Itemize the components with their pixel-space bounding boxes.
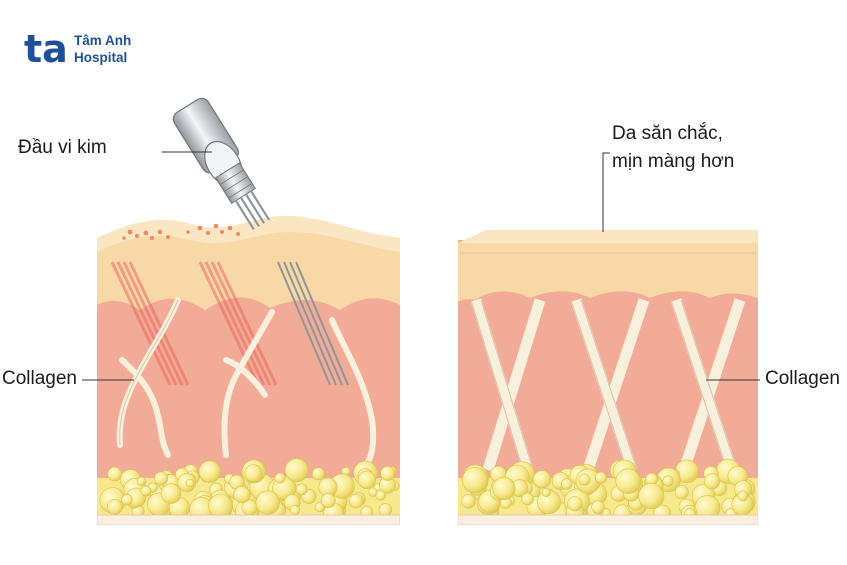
fat-cell [140, 485, 152, 497]
fat-cell [560, 478, 573, 490]
fat-cell [154, 471, 169, 486]
fat-cell [198, 460, 221, 483]
result-label-line2: mịn màng hơn [612, 151, 734, 172]
logo-mark: ta [24, 27, 68, 71]
fat-cell [233, 486, 251, 504]
skin-block-result [458, 230, 758, 525]
needles-inserted [277, 261, 349, 386]
fat-cell [492, 476, 516, 500]
fat-cell [208, 493, 233, 518]
fat-cell [461, 494, 476, 509]
fat-cell [662, 475, 674, 487]
collagen-label-right: Collagen [765, 368, 840, 389]
fat-cell [244, 464, 263, 483]
microneedle-device [172, 97, 271, 231]
collagen-fibers-restored [470, 298, 746, 472]
fat-cell [357, 470, 376, 490]
fat-cell [703, 473, 721, 490]
micro-wounds [122, 223, 240, 240]
fat-cell [255, 490, 280, 515]
fat-cell [136, 476, 146, 486]
fat-cell [567, 496, 583, 512]
fat-cell [532, 470, 552, 489]
fat-cell [311, 467, 325, 481]
bottom-strip [97, 514, 400, 525]
fat-cell [107, 499, 123, 515]
fat-cells [99, 458, 400, 524]
fat-cell [541, 487, 551, 497]
fat-cell [368, 487, 378, 497]
fat-cell [121, 494, 133, 506]
result-label-line1: Da săn chắc, [612, 122, 723, 144]
collagen-label-left: Collagen [2, 368, 77, 389]
fat-cell [461, 467, 488, 494]
bottom-strip-right [458, 514, 758, 525]
label-collagen-left: Collagen [2, 368, 134, 389]
fat-cell [107, 466, 122, 482]
hospital-logo: ta Tâm Anh Hospital [24, 27, 131, 71]
fat-cell [578, 473, 591, 486]
epidermis-layer-right [458, 243, 758, 302]
fat-cell [274, 472, 286, 484]
device-neck [214, 162, 257, 204]
skin-block-microneedling [97, 215, 400, 525]
needle-channels [110, 261, 278, 386]
fat-cell [160, 483, 182, 504]
fat-cell [295, 483, 308, 496]
device-needles [234, 190, 271, 231]
label-collagen-right: Collagen [706, 368, 840, 389]
epidermis-surface [97, 215, 400, 252]
fat-cell [314, 502, 325, 513]
leader-line [602, 152, 610, 232]
fat-cell [378, 503, 393, 517]
epidermis-layer [97, 215, 400, 310]
fat-cell [521, 492, 534, 506]
fat-cell [594, 471, 607, 484]
fat-cell [737, 490, 749, 502]
epidermis-top-right [458, 230, 758, 243]
fat-cell [348, 493, 364, 509]
logo-line2: Hospital [74, 50, 127, 65]
logo-line1: Tâm Anh [74, 33, 131, 48]
fat-cell [380, 465, 396, 481]
fat-cell [185, 478, 195, 488]
fat-cell [638, 482, 665, 509]
fat-cell [320, 493, 336, 508]
fat-cells-right [461, 458, 756, 525]
fat-cell [290, 505, 301, 516]
label-needle-head: Đầu vi kim [18, 137, 212, 158]
needle-head-label: Đầu vi kim [18, 137, 107, 158]
fat-cell [615, 468, 641, 494]
fat-cell [591, 500, 605, 514]
fat-cell [674, 485, 689, 500]
label-result: Da săn chắc, mịn màng hơn [602, 122, 734, 232]
fat-cell [284, 458, 309, 482]
